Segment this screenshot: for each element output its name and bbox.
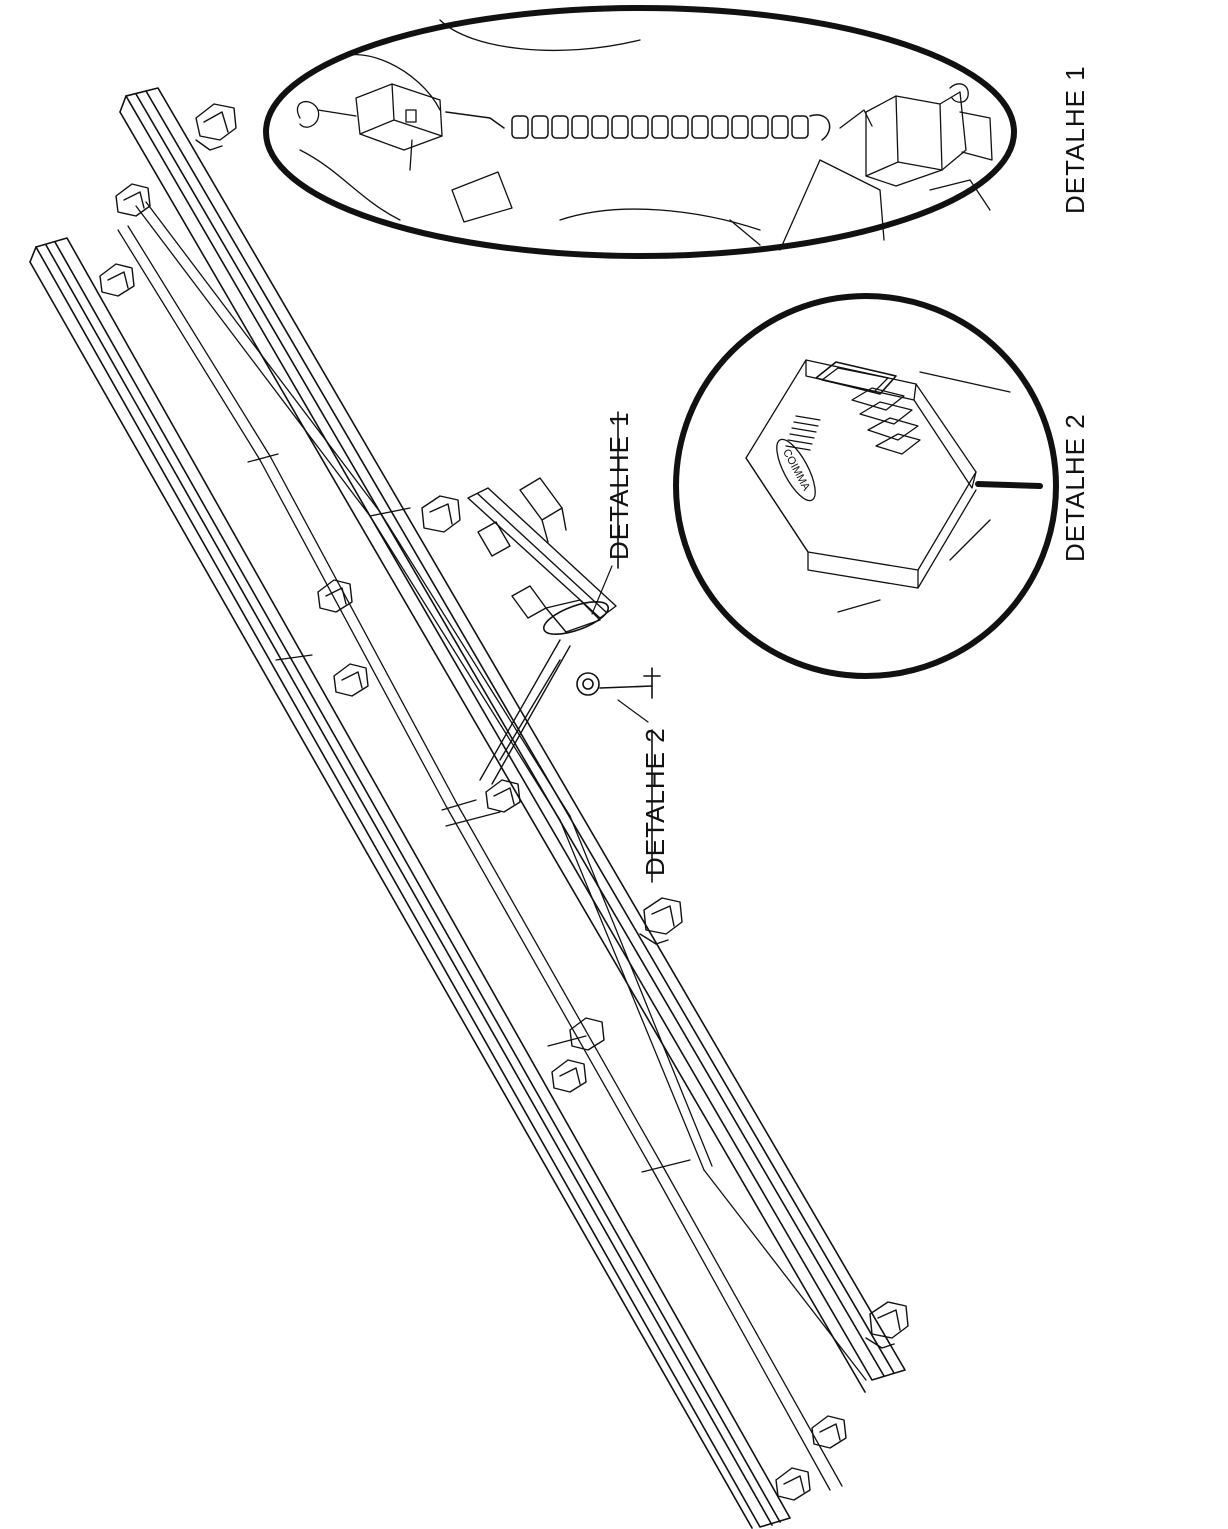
support-bracket-2 xyxy=(115,183,151,217)
detail1-chain xyxy=(445,111,831,141)
support-bracket-10 xyxy=(569,1017,605,1051)
right-inner-channels xyxy=(135,201,867,1381)
support-bracket-8 xyxy=(639,897,683,945)
left-rail-beam xyxy=(29,237,791,1529)
support-bracket-3 xyxy=(99,263,135,297)
support-bracket-11 xyxy=(865,1301,909,1349)
detail1-marker xyxy=(542,601,610,635)
right-rail-beam xyxy=(119,87,906,1393)
support-bracket-9 xyxy=(551,1059,587,1093)
detail2-caption: DETALHE 2 xyxy=(1060,413,1090,562)
leader-lines xyxy=(591,565,649,723)
callout-underlines xyxy=(617,411,653,883)
support-bracket-1 xyxy=(195,103,237,151)
support-bracket-4 xyxy=(421,495,461,533)
support-bracket-5 xyxy=(317,579,353,613)
detail1-view xyxy=(263,5,1017,259)
support-bracket-7 xyxy=(485,779,521,813)
indicator-brand: COIMMA xyxy=(780,447,812,493)
rail-crossbars xyxy=(247,453,691,1173)
cross-brace xyxy=(479,639,571,785)
detail2-view: COIMMA xyxy=(673,293,1059,679)
detail2-marker xyxy=(576,667,661,699)
support-bracket-13 xyxy=(775,1467,811,1501)
detail1-caption: DETALHE 1 xyxy=(1060,65,1090,214)
left-inner-channels xyxy=(117,225,843,1491)
support-bracket-12 xyxy=(811,1415,847,1449)
detail2-callout-label: DETALHE 2 xyxy=(640,727,670,876)
detail1-callout-label: DETALHE 1 xyxy=(604,411,634,560)
indicator-platform xyxy=(467,477,617,633)
support-bracket-6 xyxy=(333,663,369,697)
